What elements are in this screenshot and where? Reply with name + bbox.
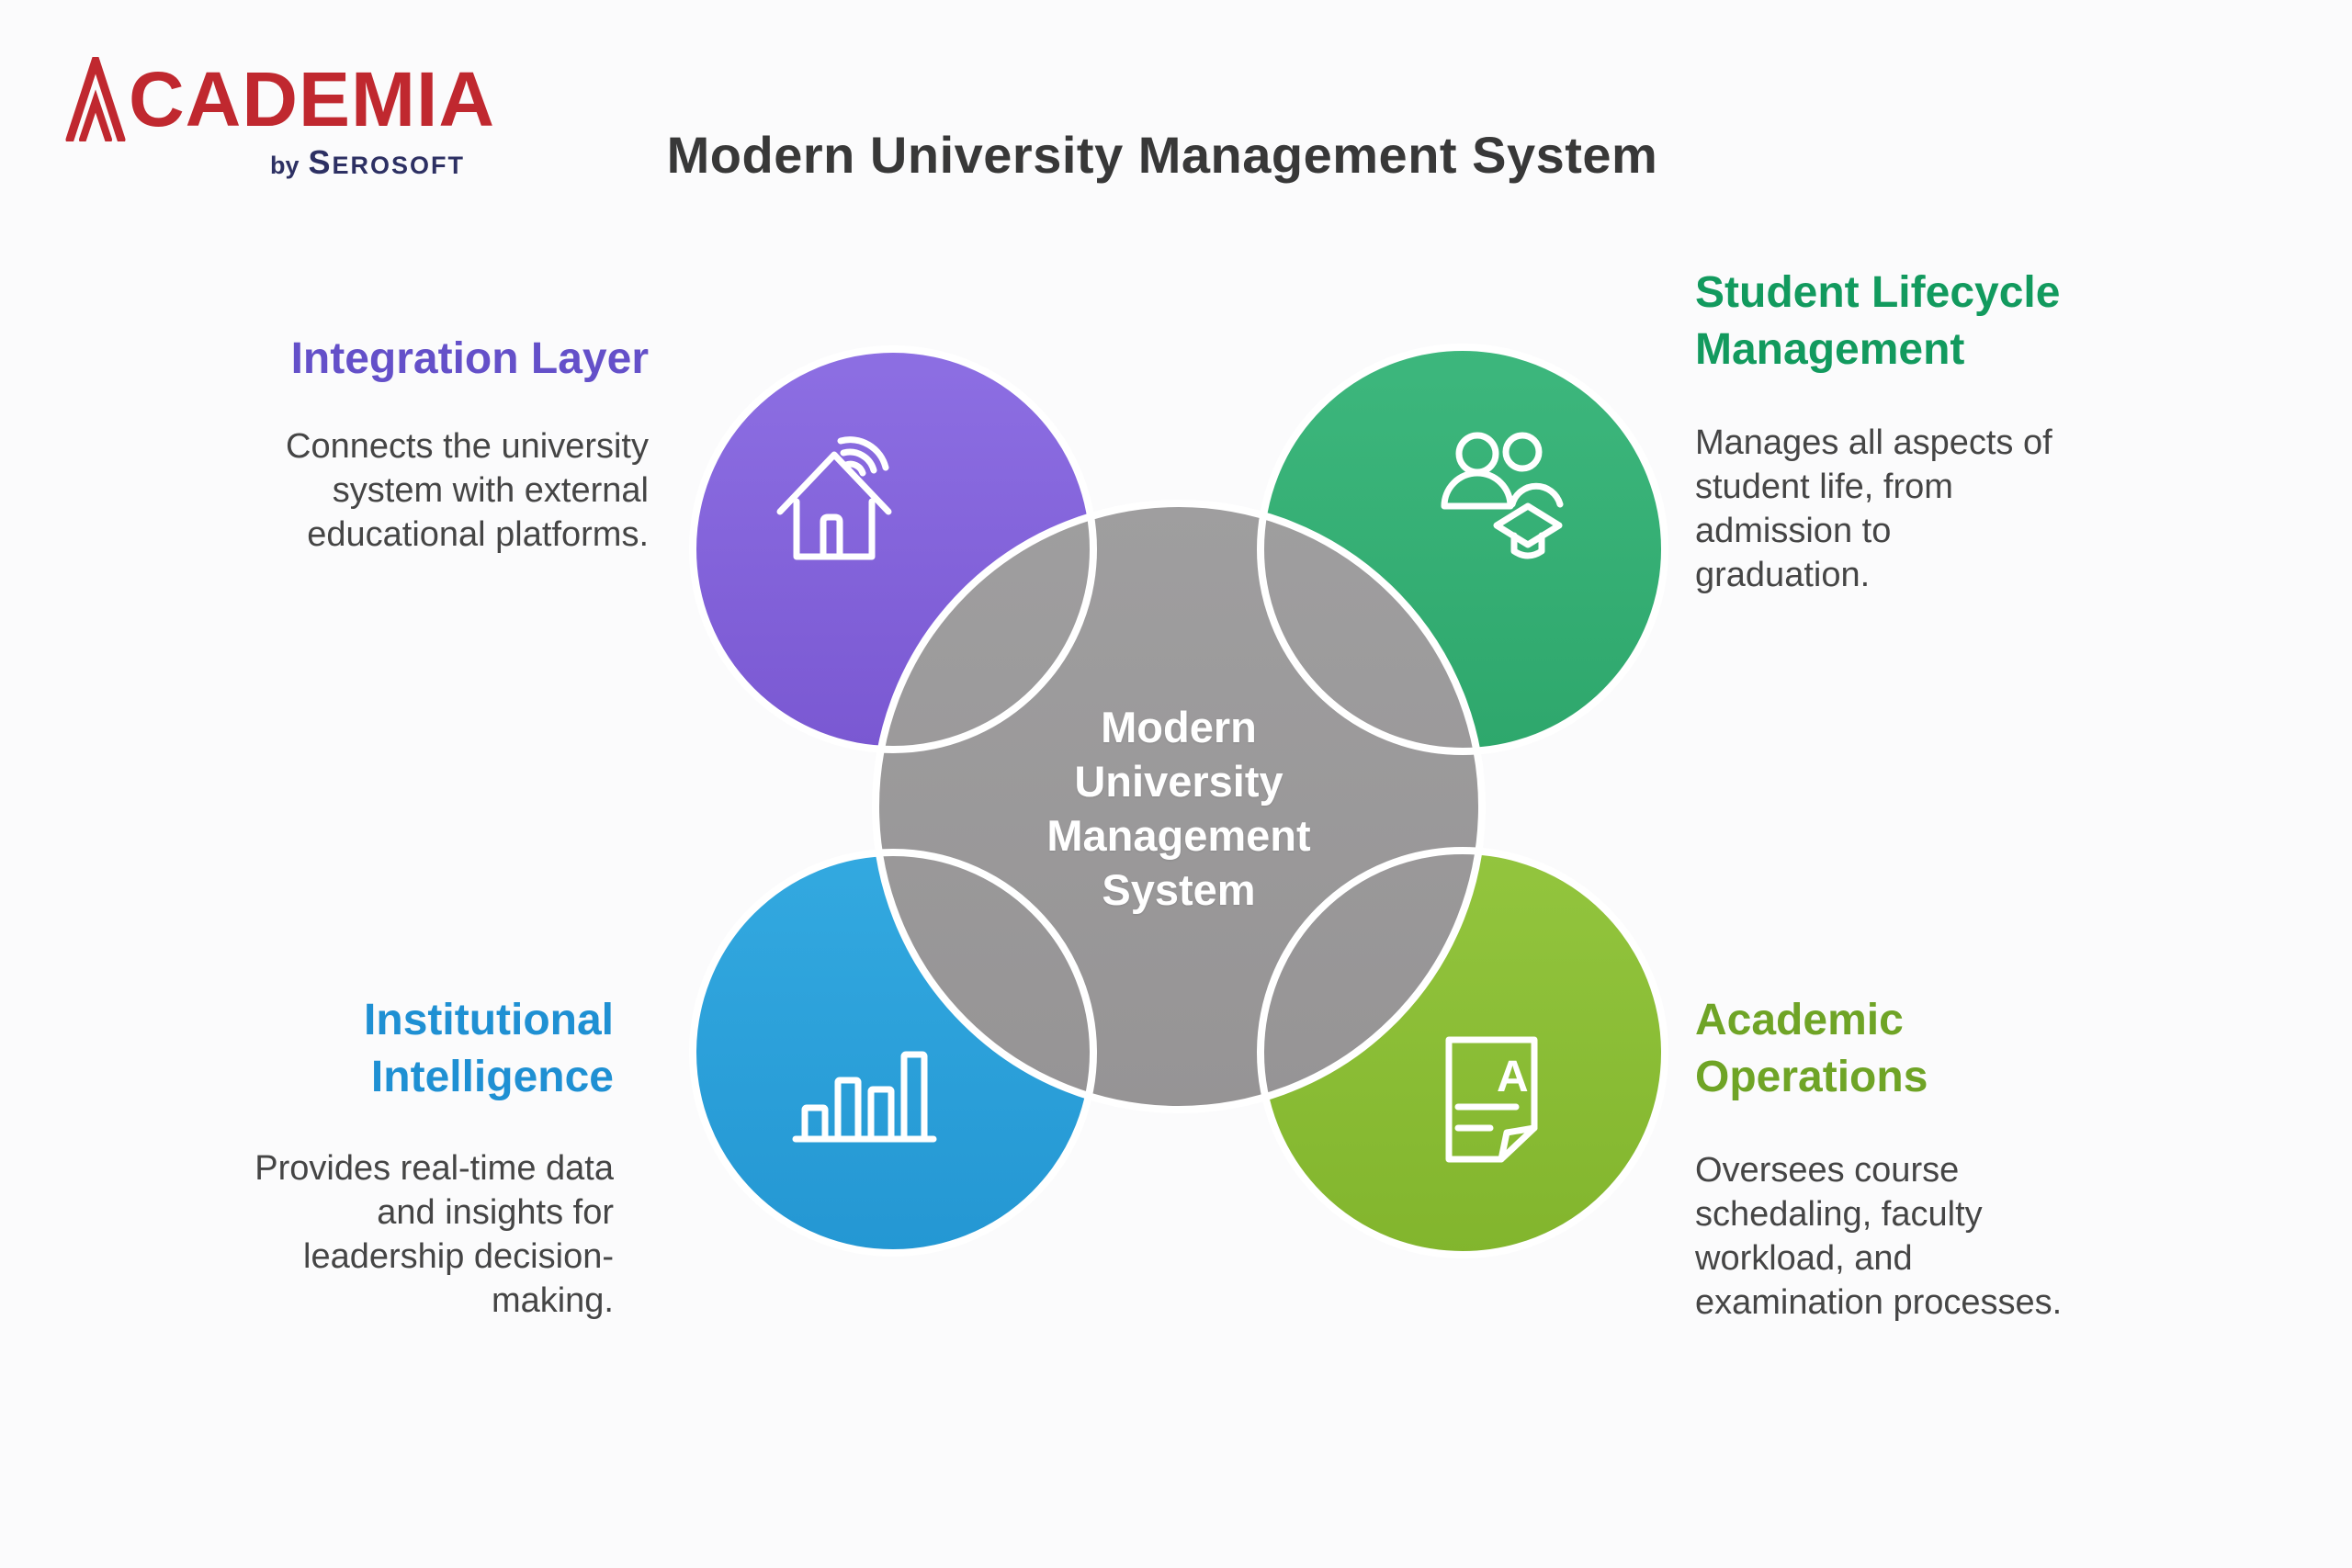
students-graduation-icon [1441, 432, 1564, 559]
heading-line: Integration Layer [290, 334, 649, 383]
academia-arrow-icon [65, 57, 126, 141]
center-line-1: Modern [1101, 703, 1257, 751]
center-circle [876, 503, 1482, 1110]
byline-brand: Serosoft [308, 143, 465, 181]
circle-outlines [689, 344, 1668, 1258]
bar-chart-icon [792, 1051, 937, 1143]
description-line: examination processes. [1695, 1283, 2063, 1322]
page-title: Modern University Management System [666, 126, 1658, 184]
heading-line: Student Lifecycle [1695, 268, 2061, 317]
description-line: Oversees course [1695, 1151, 1960, 1190]
description-line: Connects the university [286, 427, 649, 466]
heading-line: Intelligence [370, 1053, 614, 1101]
description-line: graduation. [1695, 556, 1871, 594]
description-line: admission to [1695, 512, 1892, 550]
student-lifecycle-description: Manages all aspects of student life, fro… [1695, 421, 2338, 597]
brand-name: CADEMIA [129, 56, 495, 142]
center-line-2: University [1074, 757, 1283, 806]
description-line: Manages all aspects of [1695, 423, 2052, 462]
description-line: educational platforms. [307, 515, 649, 554]
academic-operations-description: Oversees course schedaling, faculty work… [1695, 1148, 2338, 1325]
academia-logo: CADEMIA by Serosoft [64, 57, 494, 182]
center-line-3: Management [1046, 811, 1311, 860]
description-line: and insights for [377, 1193, 614, 1232]
graded-document-icon: A [1445, 1036, 1538, 1163]
integration-layer-heading: Integration Layer [6, 331, 649, 388]
heading-line: Operations [1695, 1053, 1928, 1101]
description-line: making. [491, 1281, 614, 1320]
document-grade-letter: A [1497, 1053, 1529, 1101]
center-circle-label: Modern University Management System [944, 700, 1413, 917]
logo-byline: by Serosoft [64, 143, 487, 182]
center-line-4: System [1102, 865, 1256, 914]
byline-prefix: by [269, 152, 300, 179]
institutional-intelligence-heading: Institutional Intelligence [0, 992, 614, 1106]
description-line: Provides real-time data [254, 1149, 614, 1188]
heading-line: Academic [1695, 996, 1904, 1044]
academic-operations-heading: Academic Operations [1695, 992, 2338, 1106]
home-signal-icon [776, 436, 892, 560]
description-line: schedaling, faculty [1695, 1195, 1983, 1234]
description-line: leadership decision- [303, 1237, 614, 1276]
heading-line: Institutional [364, 996, 614, 1044]
description-line: student life, from [1695, 468, 1953, 506]
description-line: workload, and [1695, 1239, 1913, 1278]
heading-line: Management [1695, 325, 1965, 374]
institutional-intelligence-description: Provides real-time data and insights for… [0, 1146, 614, 1323]
description-line: system with external [332, 471, 649, 510]
integration-layer-description: Connects the university system with exte… [6, 424, 649, 557]
student-lifecycle-heading: Student Lifecycle Management [1695, 265, 2338, 378]
